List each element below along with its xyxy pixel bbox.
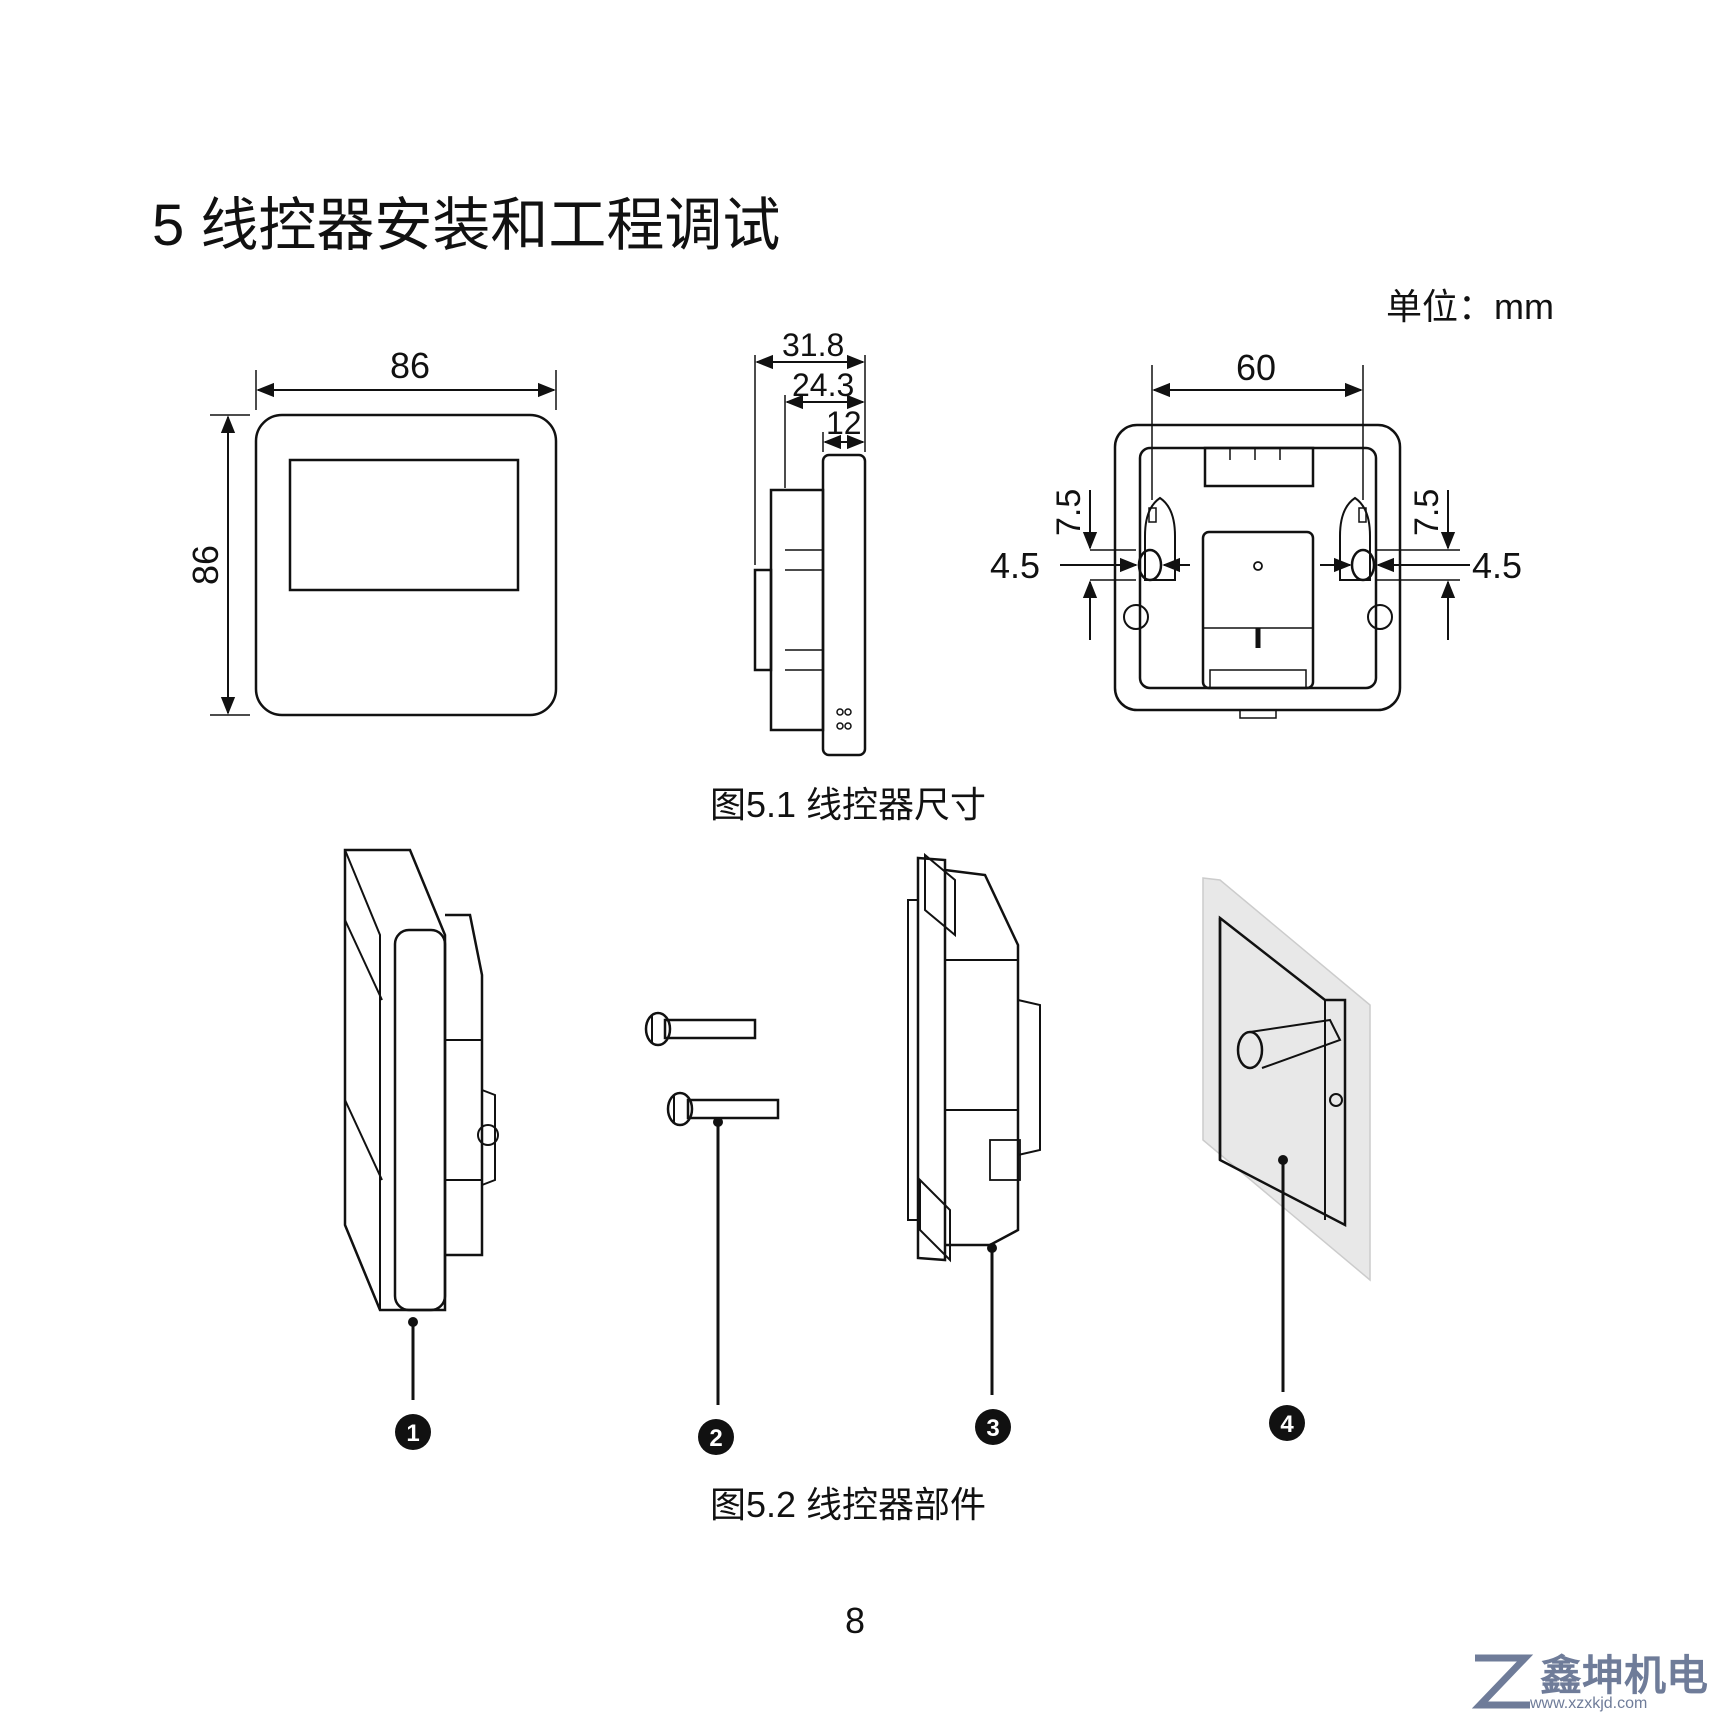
part-wall-box bbox=[1202, 877, 1371, 1282]
callout-4: 4 bbox=[1269, 1405, 1305, 1441]
front-view bbox=[210, 370, 558, 717]
backplate-outer bbox=[1113, 423, 1402, 712]
depth-front-label: 12 bbox=[826, 405, 862, 441]
side-view bbox=[753, 354, 867, 757]
svg-text:2: 2 bbox=[709, 1425, 722, 1452]
page-title: 5 线控器安装和工程调试 bbox=[152, 193, 781, 258]
page-number: 8 bbox=[845, 1600, 866, 1641]
watermark-brand: 鑫坤机电 bbox=[1540, 1652, 1708, 1699]
callout-1: 1 bbox=[395, 1414, 431, 1450]
slot-height-left-label: 7.5 bbox=[1050, 489, 1088, 536]
figure-5-1-caption: 图5.1 线控器尺寸 bbox=[710, 784, 987, 825]
part-mounting-plate bbox=[907, 852, 1041, 1263]
depth-mid-label: 24.3 bbox=[792, 367, 854, 403]
watermark: 鑫坤机电 www.xzxkjd.com bbox=[1471, 1652, 1708, 1712]
unit-label: 单位：mm bbox=[1386, 286, 1554, 327]
svg-text:1: 1 bbox=[406, 1420, 419, 1447]
figure-5-2-caption: 图5.2 线控器部件 bbox=[710, 1484, 987, 1525]
slot-width-right-label: 4.5 bbox=[1472, 545, 1522, 586]
display-screen bbox=[288, 458, 520, 592]
watermark-url: www.xzxkjd.com bbox=[1529, 1695, 1647, 1712]
svg-text:4: 4 bbox=[1280, 1411, 1294, 1438]
callout-3: 3 bbox=[975, 1409, 1011, 1445]
depth-total-label: 31.8 bbox=[782, 327, 844, 363]
hole-spacing-label: 60 bbox=[1236, 347, 1276, 388]
part-controller-body bbox=[343, 848, 499, 1312]
svg-text:3: 3 bbox=[986, 1415, 999, 1442]
callout-2: 2 bbox=[698, 1419, 734, 1455]
slot-height-right-label: 7.5 bbox=[1408, 489, 1446, 536]
controller-front-outline bbox=[254, 413, 558, 717]
part-screws bbox=[644, 1011, 780, 1127]
slot-width-left-label: 4.5 bbox=[990, 545, 1040, 586]
front-height-label: 86 bbox=[185, 545, 226, 585]
watermark-logo-icon bbox=[1471, 1654, 1534, 1709]
back-view bbox=[1060, 365, 1470, 719]
front-width-label: 86 bbox=[390, 345, 430, 386]
